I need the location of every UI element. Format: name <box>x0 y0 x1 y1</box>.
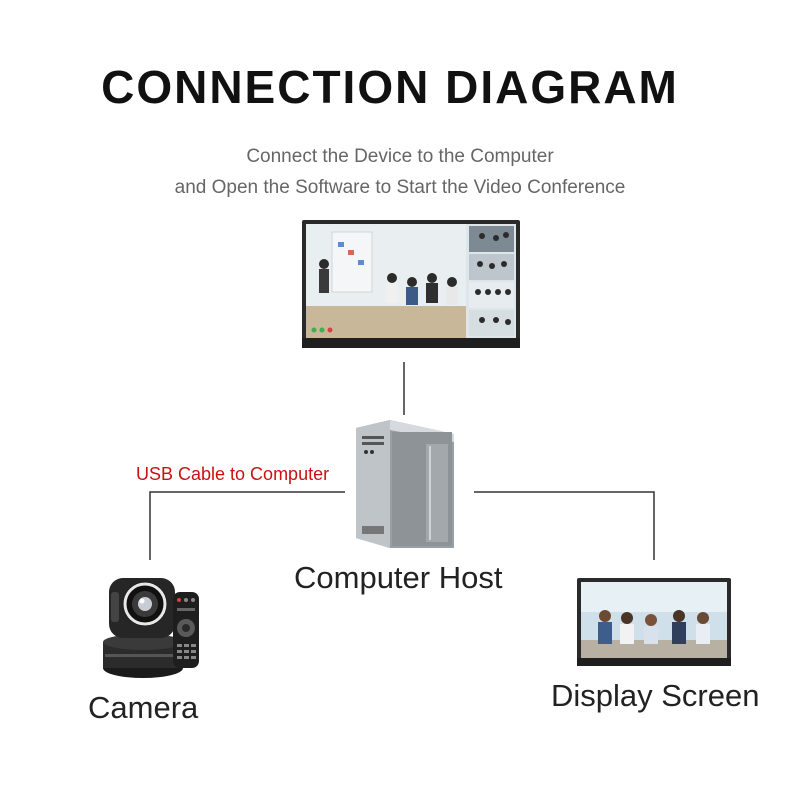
camera-label: Camera <box>88 690 199 725</box>
usb-cable-label: USB Cable to Computer <box>136 464 330 484</box>
computer-host-label: Computer Host <box>294 560 503 595</box>
ptz-camera-icon <box>103 578 199 678</box>
host-to-display-line <box>474 491 655 560</box>
computer-tower-icon <box>356 420 454 548</box>
diagram-title: CONNECTION DIAGRAM <box>101 61 679 113</box>
display-screen-icon <box>577 578 731 666</box>
subtitle-line-1: Connect the Device to the Computer <box>246 146 554 167</box>
display-screen-label: Display Screen <box>551 678 760 713</box>
conference-monitor-icon <box>302 220 520 348</box>
subtitle-line-2: and Open the Software to Start the Video… <box>174 177 626 198</box>
camera-to-host-line <box>149 491 345 560</box>
